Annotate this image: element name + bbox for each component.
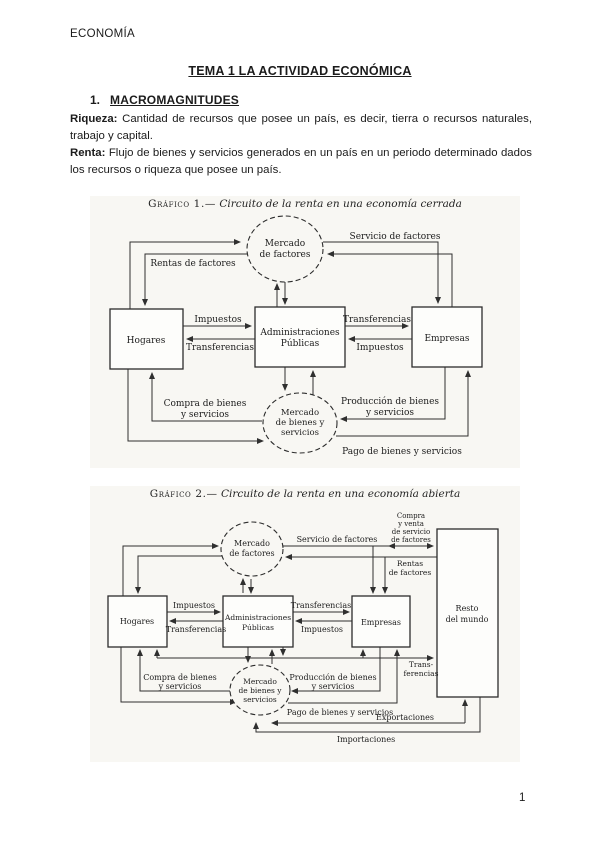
flow-label-transferencias: Transferencias — [343, 315, 411, 325]
node-label: Mercado — [243, 677, 277, 686]
figure1-arrows — [127, 239, 471, 444]
paragraph-riqueza: Riqueza: Cantidad de recursos que posee … — [70, 111, 532, 145]
flow-label-impuestos: Impuestos — [194, 315, 242, 325]
flow-label-impuestos: Impuestos — [301, 625, 343, 634]
flow-label-compra-venta: de factores — [391, 536, 431, 544]
flow-label-servicio-factores: Servicio de factores — [350, 232, 441, 242]
flow-label-impuestos: Impuestos — [173, 601, 215, 610]
node-resto-del-mundo — [436, 528, 499, 698]
node-mercado-factores — [220, 521, 284, 577]
flow-label-produccion: Producción de bienes — [289, 673, 376, 682]
node-label: Mercado — [265, 239, 305, 249]
node-label: servicios — [243, 695, 277, 704]
node-label: Mercado — [234, 539, 270, 548]
flow-label-rentas-factores: Rentas — [397, 559, 423, 568]
node-mercado-bienes — [229, 664, 291, 716]
flow-label-transferencias-resto: Trans- — [409, 660, 434, 669]
flow-label-compra-venta: de servicio — [392, 528, 431, 536]
node-empresas — [351, 595, 411, 648]
node-label: de bienes y — [276, 418, 325, 428]
paragraph-riqueza-text: Cantidad de recursos que posee un país, … — [70, 113, 532, 142]
figure1-caption-label: Gráfico 1.— — [148, 198, 216, 210]
node-label: de bienes y — [238, 686, 282, 695]
node-administraciones-publicas — [254, 306, 346, 368]
node-label: Empresas — [424, 334, 469, 344]
section-heading: 1. MACROMAGNITUDES — [90, 93, 239, 107]
node-administraciones-publicas — [222, 595, 294, 648]
node-label: de factores — [229, 549, 274, 558]
node-label: Resto — [456, 604, 479, 613]
flow-label-impuestos: Impuestos — [356, 343, 404, 353]
flow-label-produccion: Producción de bienes — [341, 396, 439, 407]
node-label: Hogares — [120, 617, 154, 626]
figure2-diagram: Mercado de factores Hogares Administraci… — [107, 512, 499, 744]
document-header: ECONOMÍA — [70, 28, 136, 40]
node-hogares — [109, 308, 184, 370]
node-label: Administraciones — [224, 613, 291, 622]
figure2-caption-text: Circuito de la renta en una economía abi… — [221, 488, 461, 500]
figure-circuito-abierto: Gráfico 2.— Circuito de la renta en una … — [90, 486, 520, 762]
flow-label-compra-venta: Compra — [397, 512, 425, 520]
flow-label-importaciones: Importaciones — [337, 735, 395, 744]
flow-label-compra: y servicios — [180, 410, 229, 420]
flow-label-rentas-factores: Rentas de factores — [150, 259, 236, 269]
flow-label-produccion: y servicios — [365, 408, 414, 418]
paragraph-renta-text: Flujo de bienes y servicios generados en… — [70, 147, 532, 176]
flow-label-compra-venta: y venta — [397, 520, 424, 528]
figure2-arrows — [120, 543, 481, 733]
node-label: Mercado — [281, 408, 319, 418]
paragraph-renta: Renta: Flujo de bienes y servicios gener… — [70, 145, 532, 179]
node-label: del mundo — [446, 615, 489, 624]
flow-label-transferencias: Transferencias — [291, 601, 352, 610]
flow-label-pago: Pago de bienes y servicios — [342, 447, 462, 457]
term-renta: Renta: — [70, 147, 106, 159]
flow-label-compra: Compra de bienes — [143, 673, 217, 682]
term-riqueza: Riqueza: — [70, 113, 118, 125]
node-label: de factores — [260, 250, 311, 260]
section-number: 1. — [90, 93, 101, 107]
flow-label-compra: Compra de bienes — [164, 399, 247, 409]
node-mercado-bienes — [262, 392, 338, 454]
flow-label-produccion: y servicios — [311, 682, 355, 691]
section-title: MACROMAGNITUDES — [110, 93, 240, 107]
node-label: Públicas — [281, 338, 320, 349]
flow-label-pago: Pago de bienes y servicios — [287, 708, 393, 717]
node-label: Empresas — [361, 618, 401, 627]
node-mercado-factores — [246, 215, 324, 283]
node-empresas — [411, 306, 483, 368]
flow-label-servicio-factores: Servicio de factores — [297, 535, 378, 544]
figure2-caption: Gráfico 2.— Circuito de la renta en una … — [90, 486, 520, 502]
node-hogares — [107, 595, 168, 648]
figure2-caption-label: Gráfico 2.— — [149, 488, 218, 500]
figure1-diagram: Mercado de factores Hogares Administraci… — [109, 215, 483, 457]
flow-label-rentas-factores: de factores — [389, 568, 432, 577]
page-title: TEMA 1 LA ACTIVIDAD ECONÓMICA — [188, 64, 412, 78]
figure1-caption-text: Circuito de la renta en una economía cer… — [219, 198, 462, 210]
node-label: Públicas — [242, 623, 274, 632]
figure1-caption: Gráfico 1.— Circuito de la renta en una … — [90, 196, 520, 212]
flow-label-transferencias: Transferencias — [166, 625, 227, 634]
flow-label-exportaciones: Exportaciones — [376, 713, 434, 722]
flow-label-compra: y servicios — [158, 682, 202, 691]
node-label: Administraciones — [259, 328, 340, 338]
node-label: servicios — [281, 428, 319, 438]
flow-label-transferencias: Transferencias — [186, 343, 254, 353]
flow-label-transferencias-resto: ferencias — [404, 669, 439, 678]
figure-circuito-cerrado: Gráfico 1.— Circuito de la renta en una … — [90, 196, 520, 468]
node-label: Hogares — [127, 336, 166, 346]
page-number: 1 — [519, 792, 526, 804]
